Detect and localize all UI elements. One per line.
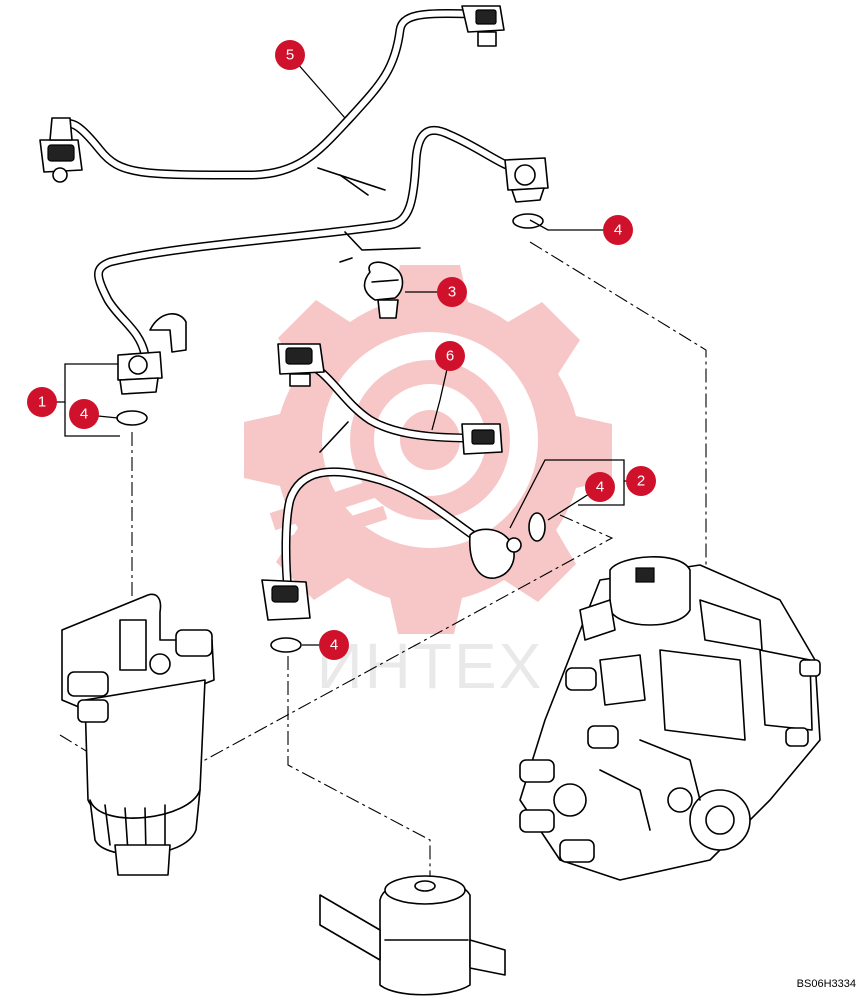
reference-code: BS06H3334 (796, 978, 856, 990)
watermark-text: ИНТЕХ (317, 630, 544, 702)
callout-4-upper-right: 4 (603, 215, 633, 245)
svg-text:4: 4 (614, 222, 622, 239)
injection-pump (519, 556, 821, 881)
svg-text:4: 4 (80, 406, 88, 423)
callout-6: 6 (435, 341, 465, 371)
fuel-filter-assembly (61, 593, 215, 876)
callout-4-middle-right: 4 (585, 472, 615, 502)
fuel-pipe-6 (261, 343, 522, 621)
callout-1: 1 (27, 387, 57, 417)
callout-4-left: 4 (69, 399, 99, 429)
callout-4-lower: 4 (319, 630, 349, 660)
callout-2: 2 (626, 466, 656, 496)
fuel-pipe-1 (94, 125, 549, 395)
svg-text:3: 3 (448, 284, 456, 301)
callout-3: 3 (437, 277, 467, 307)
feed-pump (319, 875, 506, 996)
svg-text:6: 6 (446, 348, 454, 365)
svg-text:5: 5 (286, 47, 294, 64)
svg-text:4: 4 (596, 479, 604, 496)
svg-text:1: 1 (38, 394, 46, 411)
pipe-clip-3 (363, 261, 404, 319)
callout-5: 5 (275, 40, 305, 70)
svg-text:4: 4 (330, 637, 338, 654)
svg-text:2: 2 (637, 473, 645, 490)
fuel-pipe-5 (39, 5, 505, 196)
